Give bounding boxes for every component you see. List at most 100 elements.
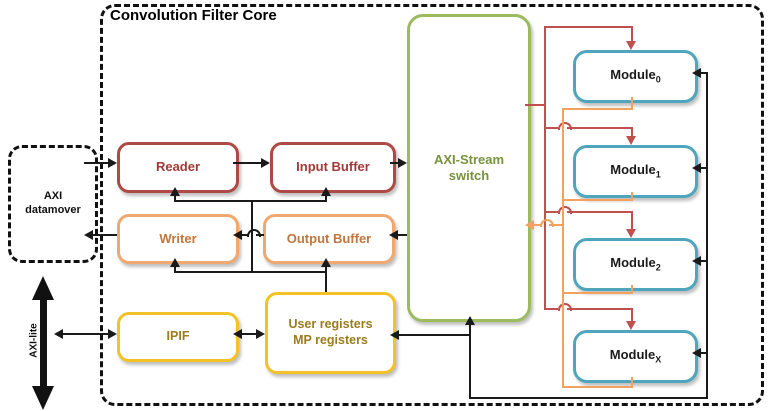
- axi-lite-arrow-up-icon: [32, 276, 54, 300]
- arrowhead-into-module-2-top: [626, 229, 636, 238]
- line-orange-drop-module-x: [631, 377, 633, 388]
- line-red-branch-module-1-seg2: [567, 127, 632, 129]
- arrowhead-into-module-x: [692, 348, 701, 358]
- arrowhead-into-ipif-left: [108, 329, 117, 339]
- input-buffer-label: Input Buffer: [296, 159, 370, 175]
- axi-stream-switch-line1: AXI-Stream: [433, 151, 505, 167]
- module-x-label: ModuleX: [610, 347, 662, 366]
- arrowhead-into-output-buffer-right: [389, 230, 398, 240]
- line-datamover-to-reader: [84, 162, 109, 164]
- axi-lite-label: AXI-lite: [28, 323, 40, 358]
- arrowhead-into-module-0: [692, 68, 701, 78]
- arrowhead-into-module-1: [692, 163, 701, 173]
- line-jump-over-register-net: [247, 229, 261, 237]
- module-0-box: Module0: [573, 50, 698, 103]
- line-register-to-reader-stub: [174, 194, 176, 202]
- arrowhead-into-switch-bottom: [465, 316, 475, 325]
- red-jump-over-orange-3: [558, 303, 572, 311]
- axi-datamover-label: AXI datamover: [25, 190, 81, 216]
- module-1-sub: 1: [655, 169, 661, 180]
- line-red-drop-module-x: [631, 308, 633, 321]
- arrowhead-into-reader: [108, 158, 117, 168]
- reader-label: Reader: [155, 159, 201, 175]
- convolution-filter-core-boundary: [100, 4, 764, 406]
- line-register-top-horizontal: [174, 200, 327, 202]
- output-buffer-label: Output Buffer: [286, 230, 372, 246]
- arrowhead-into-output-buffer-bottom: [321, 258, 331, 267]
- line-orange-collect-module-0: [562, 108, 633, 110]
- line-feedback-riser: [469, 325, 471, 398]
- arrowhead-into-user-registers-left: [256, 329, 265, 339]
- arrowhead-into-ipif-right: [233, 329, 242, 339]
- line-ipif-to-user-registers: [241, 333, 258, 335]
- arrowhead-into-writer-bottom: [170, 258, 180, 267]
- page-title: Convolution Filter Core: [110, 7, 277, 24]
- axi-stream-switch-label: AXI-Stream switch: [434, 152, 504, 185]
- module-x-base: Module: [609, 347, 656, 363]
- line-stub-module-x: [699, 352, 707, 354]
- line-red-drop-module-1: [631, 127, 633, 136]
- module-0-base: Module: [610, 67, 656, 83]
- user-registers-line1: User registers: [288, 317, 373, 332]
- arrowhead-into-input-buffer-bottom: [321, 187, 331, 196]
- arrowhead-into-input-buffer: [261, 158, 270, 168]
- line-red-drop-module-0: [631, 26, 633, 41]
- line-orange-collect-module-2: [562, 292, 633, 294]
- line-orange-drop-module-0: [631, 97, 633, 110]
- line-red-drop-module-2: [631, 211, 633, 229]
- arrowhead-into-module-1-top: [626, 136, 636, 145]
- axi-datamover-box: AXI datamover: [8, 145, 98, 263]
- line-red-branch-module-0: [544, 26, 632, 28]
- line-register-to-writer-stub: [174, 265, 176, 273]
- arrowhead-into-switch-right: [525, 220, 534, 230]
- module-0-label: Module0: [610, 67, 661, 86]
- module-1-box: Module1: [573, 145, 698, 198]
- red-jump-over-orange-2: [558, 206, 572, 214]
- line-orange-drop-module-2: [631, 285, 633, 294]
- line-user-registers-to-output-buffer: [325, 265, 327, 292]
- arrowhead-into-module-x-top: [626, 321, 636, 330]
- line-output-buffer-to-writer-seg2: [241, 234, 248, 236]
- line-orange-trunk: [562, 109, 564, 388]
- line-red-branch-module-x-seg2: [567, 308, 632, 310]
- line-stub-module-1: [699, 167, 707, 169]
- ipif-label: IPIF: [166, 329, 190, 344]
- user-registers-box: User registers MP registers: [265, 292, 396, 374]
- line-stub-module-0: [699, 72, 707, 74]
- module-2-label: Module2: [610, 255, 661, 274]
- orange-jump-over-red-trunk: [540, 219, 554, 227]
- module-2-sub: 2: [655, 262, 661, 273]
- arrowhead-into-reader-bottom: [170, 187, 180, 196]
- line-stub-module-2: [699, 260, 707, 262]
- reader-box: Reader: [117, 142, 239, 193]
- arrowhead-axilite-left: [54, 329, 63, 339]
- line-switch-to-output-buffer: [396, 234, 407, 236]
- module-2-base: Module: [610, 255, 656, 271]
- line-register-to-input-buffer-stub: [325, 194, 327, 202]
- module-x-box: ModuleX: [573, 330, 698, 383]
- line-module-feedback-vertical: [706, 72, 708, 398]
- line-switch-to-red-trunk: [525, 104, 546, 106]
- output-buffer-box: Output Buffer: [263, 214, 395, 264]
- arrowhead-into-switch-left: [398, 158, 407, 168]
- arrowhead-into-module-2: [692, 256, 701, 266]
- module-1-base: Module: [610, 162, 656, 178]
- input-buffer-box: Input Buffer: [270, 142, 396, 193]
- line-register-riser: [251, 200, 253, 273]
- module-2-box: Module2: [573, 238, 698, 291]
- line-reader-to-input-buffer: [233, 162, 262, 164]
- line-red-branch-module-2-seg2: [567, 211, 632, 213]
- line-orange-collect-module-x: [562, 386, 633, 388]
- line-red-branch-module-2-seg1: [544, 211, 558, 213]
- line-orange-drop-module-1: [631, 192, 633, 201]
- line-orange-collect-module-1: [562, 199, 633, 201]
- arrowhead-into-module-0-top: [626, 41, 636, 50]
- line-feedback-to-user-registers: [399, 334, 470, 336]
- writer-box: Writer: [117, 214, 239, 264]
- arrowhead-into-user-registers-right: [390, 330, 399, 340]
- user-registers-label: User registers MP registers: [288, 317, 372, 348]
- line-orange-to-switch-seg1: [549, 224, 564, 226]
- line-red-branch-module-x-seg1: [544, 308, 558, 310]
- axi-stream-switch-line2: switch: [448, 168, 490, 183]
